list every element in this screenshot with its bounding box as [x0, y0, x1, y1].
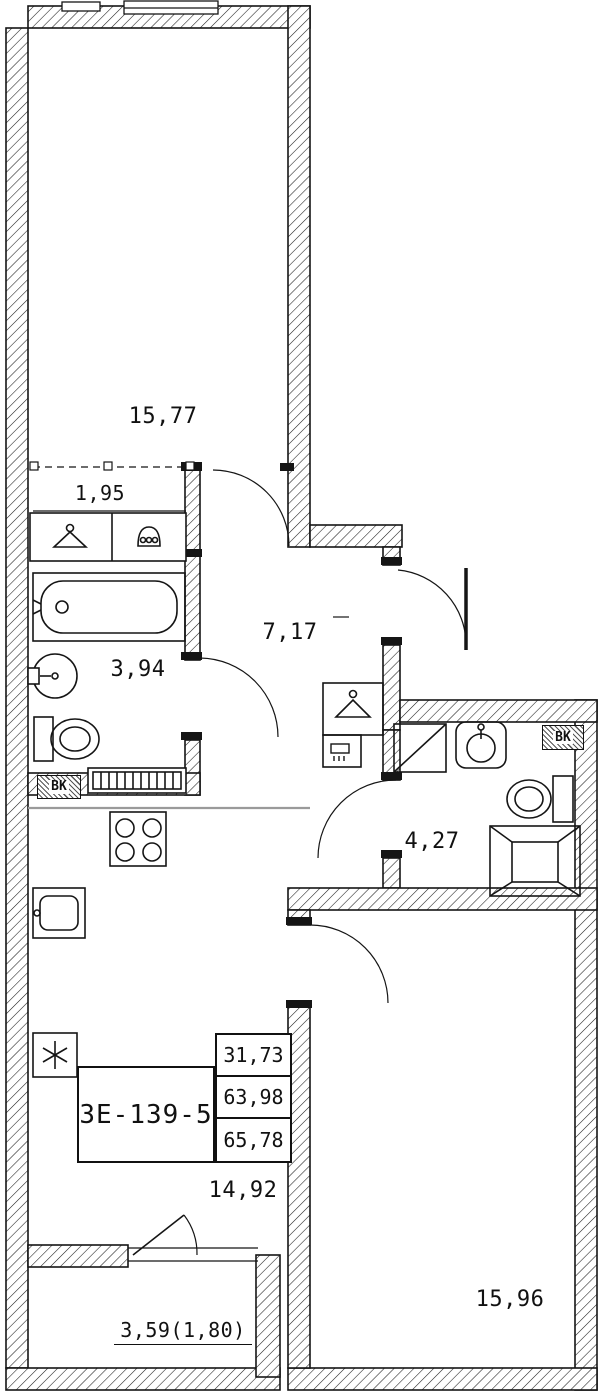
area-label-bathroom: 3,94 — [110, 657, 166, 682]
hanger-icon — [334, 689, 372, 718]
wall-stair-wc — [399, 699, 598, 723]
top-window-small — [61, 1, 101, 12]
window-slots — [61, 0, 219, 15]
exterior-walls — [5, 5, 598, 1391]
hanger-icon — [51, 523, 89, 548]
washbasin — [27, 653, 78, 699]
area-table-row-2: 63,98 — [217, 1077, 290, 1119]
vk-shaft-right: ВК — [542, 725, 584, 750]
apartment-id: 3Е-139-5 — [79, 1099, 213, 1130]
wc-washbasin — [455, 721, 507, 769]
wall-bath-right-2 — [184, 554, 201, 661]
area-table-row-1: 31,73 — [217, 1035, 290, 1077]
area-table: 31,73 63,98 65,78 — [215, 1033, 292, 1163]
vent-grill — [87, 767, 187, 794]
stove — [109, 811, 167, 867]
door-arc-living-room — [212, 469, 290, 547]
area-label-kitchen: 14,92 — [208, 1178, 278, 1203]
area-label-bedroom-bottom: 15,96 — [475, 1287, 545, 1312]
wc-toilet — [506, 775, 574, 823]
vk-shaft-right-label: ВК — [553, 729, 573, 745]
door-arc-entrance — [397, 569, 467, 646]
vk-shaft-left-label: ВК — [49, 779, 69, 795]
interior-walls — [27, 469, 598, 1369]
wall-hall-top — [309, 524, 403, 548]
kitchen-sink — [32, 887, 86, 939]
wall-bath-right-1 — [184, 469, 201, 556]
toilet — [33, 716, 100, 762]
vk-shaft-left: ВК — [37, 775, 81, 799]
fridge-box — [32, 1032, 78, 1078]
water-heater-icon — [137, 526, 161, 547]
door-arc-bathroom — [199, 657, 279, 738]
door-arc-balcony — [183, 1214, 198, 1256]
door-arc-bedroom — [309, 924, 389, 1004]
shower-tray — [489, 825, 581, 897]
area-label-wc: 4,27 — [404, 829, 460, 854]
wall-left — [5, 27, 29, 1369]
area-label-balcony: 3,59(1,80) — [95, 1318, 271, 1345]
brush-icon — [330, 743, 350, 761]
bathroom-shelf — [29, 512, 187, 562]
bathtub — [32, 572, 186, 642]
door-leaf-balcony — [132, 1214, 185, 1256]
wall-bottom-right — [287, 1367, 598, 1391]
wall-kitchen-bottom — [27, 1244, 129, 1268]
wall-wc-bottom — [287, 887, 598, 911]
wall-wc-stub-bottom — [382, 857, 401, 889]
door-arc-wc — [317, 779, 397, 859]
wall-entry-stub-mid — [382, 644, 401, 731]
wall-upper-right — [287, 5, 311, 548]
wall-balcony-right — [255, 1254, 281, 1378]
area-label-living-room-top: 15,77 — [128, 404, 198, 429]
wall-balcony-bottom — [5, 1367, 281, 1391]
area-label-hallway: 7,17 — [262, 620, 318, 645]
area-table-row-3: 65,78 — [223, 1128, 284, 1152]
closet-rod-marks — [29, 461, 195, 471]
hallway-wardrobe — [322, 682, 384, 768]
washing-machine — [393, 723, 447, 773]
balcony-area-text: 3,59(1,80) — [114, 1318, 252, 1345]
area-label-wardrobe-niche: 1,95 — [74, 481, 126, 505]
door-swings — [132, 469, 468, 1256]
wall-right — [574, 699, 598, 1391]
partitions — [28, 466, 349, 1262]
snowflake-icon — [42, 1041, 68, 1069]
apartment-id-box: 3Е-139-5 — [77, 1066, 215, 1163]
